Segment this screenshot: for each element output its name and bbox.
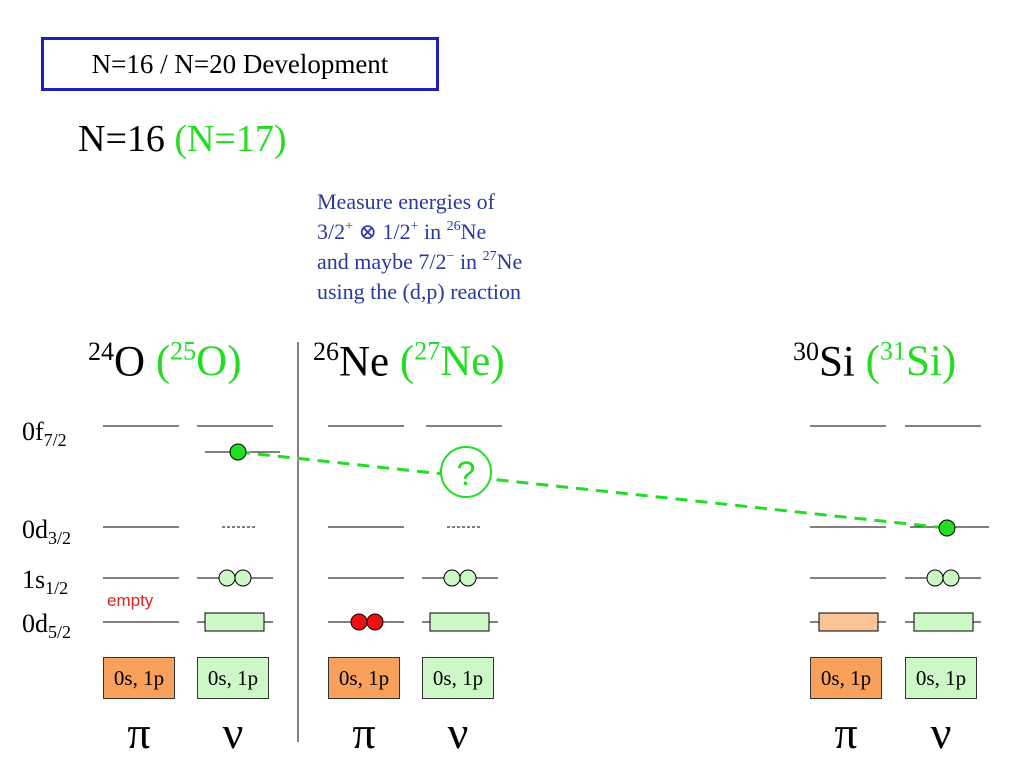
empty-label: empty (107, 591, 154, 610)
mass-number: 27 (414, 337, 441, 366)
neutron-particle (938, 519, 956, 537)
note-line-4: using the (d,p) reaction (317, 279, 522, 304)
mass-number: 25 (170, 337, 197, 366)
note-sup: 27 (482, 248, 497, 264)
note-sup: + (410, 218, 419, 234)
note-sup: + (345, 218, 354, 234)
proton-pair-particle (350, 613, 368, 631)
orbital-j: 7/2 (43, 430, 67, 451)
neutron-core-box: 0s, 1p (422, 657, 494, 699)
orbital-j: 3/2 (48, 528, 72, 549)
note-line-3: and maybe 7/2− in 27Ne (317, 247, 522, 277)
neutron-particle (229, 443, 247, 461)
neutron-pair-particle (942, 569, 960, 587)
orbital-j: 5/2 (48, 622, 72, 643)
mass-number: 31 (879, 337, 906, 366)
neutron-core-box: 0s, 1p (905, 657, 977, 699)
subtitle-main: N=16 (78, 118, 175, 160)
neutron-pair-particle (443, 569, 461, 587)
note-sup: − (446, 248, 455, 264)
level-label-0d52: 0d5/2 (22, 609, 71, 643)
orbital-name: 0f (22, 417, 44, 446)
element-symbol: Si (905, 338, 942, 386)
level-label-1s12: 1s1/2 (22, 565, 68, 599)
nucleus-label-si30: 30Si (31Si) (793, 337, 956, 386)
proton-core-box: 0s, 1p (103, 657, 175, 699)
paren: ( (854, 338, 880, 386)
title-box: N=16 / N=20 Development (41, 37, 439, 91)
neutron-pair-particle (218, 569, 236, 587)
note-text: ⊗ 1/2 (353, 219, 411, 244)
neutron-symbol: ν (930, 707, 952, 758)
slide-title: N=16 / N=20 Development (91, 48, 389, 79)
subtitle-paren: (N=17) (174, 118, 287, 160)
note-text: in (454, 249, 483, 274)
note-text: Ne (496, 249, 523, 274)
neutron-core-box: 0s, 1p (197, 657, 269, 699)
element-symbol: Ne (440, 338, 491, 386)
element-symbol: Ne (339, 338, 390, 386)
filled-shell-block (818, 612, 879, 632)
filled-shell-block (204, 612, 265, 632)
question-mark: ? (457, 455, 476, 493)
proton-core-box: 0s, 1p (328, 657, 400, 699)
orbital-name: 1s (22, 565, 46, 594)
note-sup: 26 (446, 218, 461, 234)
neutron-pair-particle (459, 569, 477, 587)
level-label-0f72: 0f7/2 (22, 417, 67, 451)
proton-symbol: π (127, 707, 151, 758)
neutron-pair-particle (926, 569, 944, 587)
paren: ( (389, 338, 415, 386)
orbital-name: 0d (22, 609, 48, 638)
note-text: and maybe 7/2 (317, 249, 447, 274)
mass-number: 26 (313, 337, 339, 366)
neighbor-nucleus: (25O) (145, 337, 242, 386)
question-circle (440, 446, 492, 498)
proton-core-box: 0s, 1p (810, 657, 882, 699)
filled-shell-block (913, 612, 974, 632)
proton-symbol: π (352, 707, 376, 758)
note-text: Ne (460, 219, 487, 244)
proton-symbol: π (834, 707, 858, 758)
orbital-j: 1/2 (45, 578, 69, 599)
filled-shell-block (429, 612, 490, 632)
paren: ) (941, 338, 957, 386)
level-label-0d32: 0d3/2 (22, 515, 71, 549)
neutron-pair-particle (234, 569, 252, 587)
element-symbol: O (196, 338, 228, 386)
trend-dashed-line (237, 450, 948, 530)
neutron-symbol: ν (447, 707, 469, 758)
element-symbol: O (114, 338, 146, 386)
orbital-name: 0d (22, 515, 48, 544)
note-text: in (418, 219, 447, 244)
nucleus-label-o24: 24O (25O) (88, 337, 242, 386)
neighbor-nucleus: (31Si) (854, 337, 957, 386)
note-text: 3/2 (317, 219, 346, 244)
paren: ) (490, 338, 505, 386)
neighbor-nucleus: (27Ne) (389, 337, 505, 386)
note-line-1: Measure energies of (317, 189, 495, 214)
nucleus-label-ne26: 26Ne (27Ne) (313, 337, 505, 386)
measurement-note: Measure energies of 3/2+ ⊗ 1/2+ in 26Ne … (317, 187, 522, 307)
note-line-2: 3/2+ ⊗ 1/2+ in 26Ne (317, 217, 522, 247)
proton-pair-particle (366, 613, 384, 631)
neutron-symbol: ν (222, 707, 244, 758)
paren: ) (227, 338, 242, 386)
paren: ( (145, 338, 171, 386)
mass-number: 24 (88, 337, 114, 366)
subtitle: N=16 (N=17) (78, 117, 287, 161)
mass-number: 30 (793, 337, 819, 366)
element-symbol: Si (819, 338, 855, 386)
